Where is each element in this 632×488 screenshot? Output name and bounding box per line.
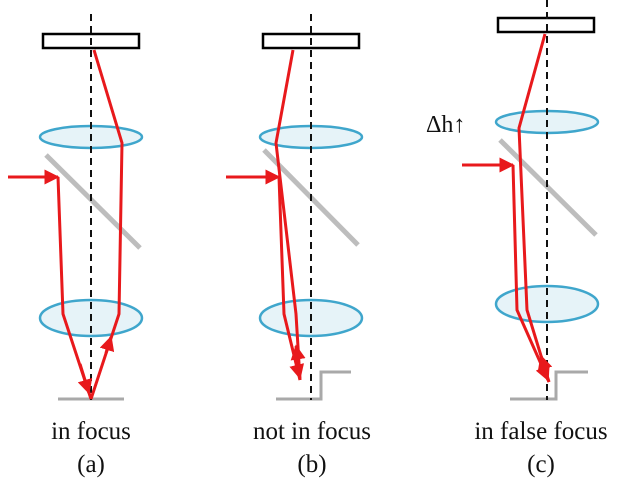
reflected-ray xyxy=(89,49,124,400)
sample-step xyxy=(276,370,351,401)
beam-splitter xyxy=(498,138,598,237)
incident-ray xyxy=(511,164,551,383)
reflected-arrowhead xyxy=(290,344,306,366)
height-shift-label: Δh↑ xyxy=(426,112,466,138)
beam-splitter xyxy=(44,153,142,250)
label-c: (c) xyxy=(527,451,555,478)
panel-a xyxy=(8,14,144,401)
panel-b xyxy=(226,14,364,401)
incident-ray xyxy=(56,176,93,400)
label-a: (a) xyxy=(77,451,105,478)
sample-step xyxy=(510,370,588,401)
reflected-arrowhead xyxy=(99,335,115,354)
incident-arrowhead xyxy=(77,363,93,395)
caption-a: in focus xyxy=(51,418,131,445)
reflected-ray xyxy=(517,33,551,383)
panel-c xyxy=(462,0,600,401)
caption-c: in false focus xyxy=(474,418,608,445)
label-b: (b) xyxy=(297,451,327,478)
caption-b: not in focus xyxy=(252,418,372,445)
reflected-arrowhead xyxy=(537,354,553,373)
